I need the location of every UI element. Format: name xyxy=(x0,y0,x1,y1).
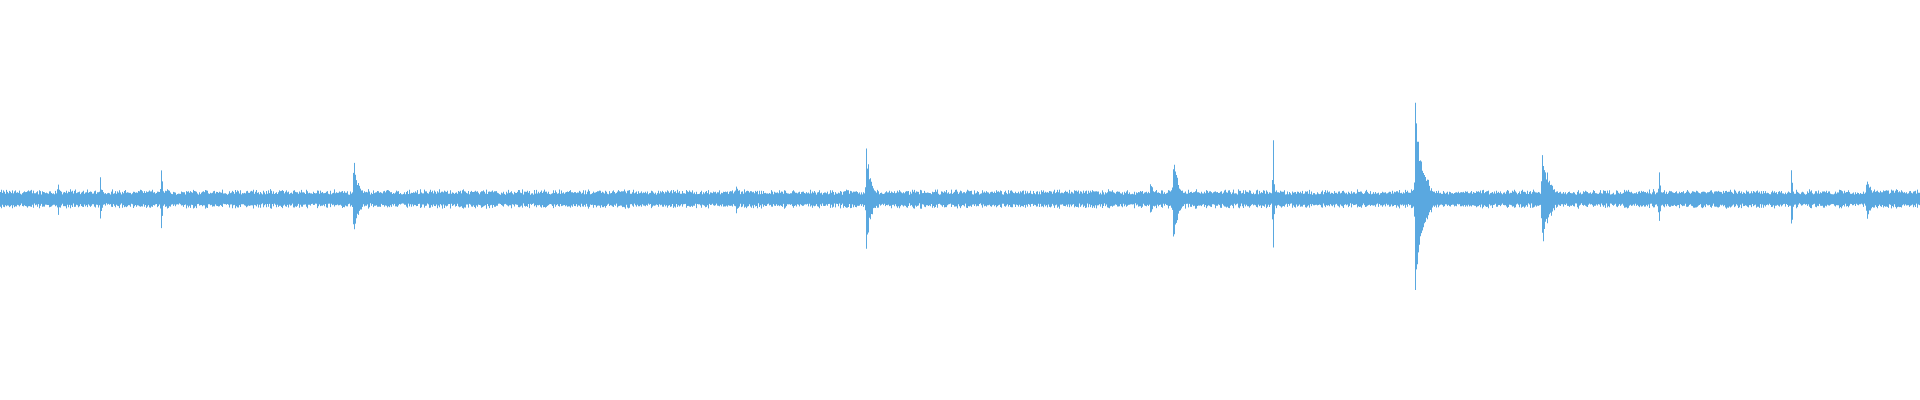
waveform-signal xyxy=(0,102,1920,290)
